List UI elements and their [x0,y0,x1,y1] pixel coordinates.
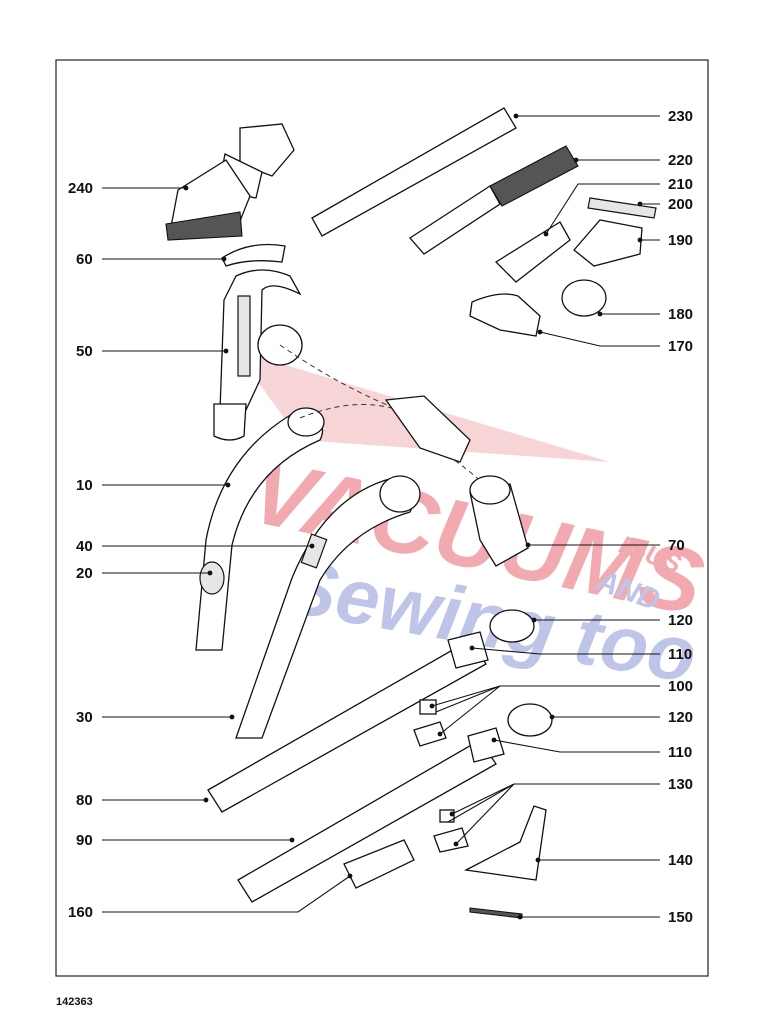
part-190-upholstery-nozzle [573,219,643,267]
part-hose-swivel [384,395,471,463]
callout-210: 210 [668,176,693,193]
part-110-clamp-lower [467,727,505,763]
part-20-slider [199,561,225,595]
part-130-latch [433,809,469,853]
part-90-tube [237,739,497,903]
callout-110-lower: 110 [668,744,692,761]
callout-90: 90 [76,832,93,849]
part-30-end [379,475,421,513]
part-50-handle [213,269,303,441]
callout-220: 220 [668,152,693,169]
callout-10: 10 [76,477,93,494]
diagram-frame [55,59,709,977]
callout-120-lower: 120 [668,709,693,726]
part-100-latch [413,699,447,747]
callout-150: 150 [668,909,693,926]
callout-110-upper: 110 [668,646,692,663]
leader-lines [102,113,660,920]
left-callouts: 240 60 50 10 40 20 30 80 90 160 [68,180,93,921]
part-10-curved-wand [195,409,324,651]
callout-100: 100 [668,678,693,695]
callout-180: 180 [668,306,693,323]
callout-30: 30 [76,709,93,726]
callout-230: 230 [668,108,693,125]
part-110-clamp-upper [447,631,489,669]
part-210-adapter [494,221,571,283]
document-number: 142363 [56,996,93,1008]
callout-240: 240 [68,180,93,197]
right-callouts: 230 220 210 200 190 180 170 70 120 110 1… [668,108,693,926]
part-10-end [287,407,325,437]
callout-190: 190 [668,232,693,249]
callout-80: 80 [76,792,93,809]
part-230-straight-wand [311,107,517,237]
part-160-brush [343,839,415,889]
part-70-hose-connector [469,475,529,567]
callout-120-upper: 120 [668,612,693,629]
callout-50: 50 [76,343,93,360]
callout-60: 60 [76,251,93,268]
part-120-sleeve-upper [489,609,535,643]
callout-200: 200 [668,196,693,213]
part-80-tube [207,639,487,813]
part-150-strip [469,907,523,919]
part-240-dusting-brush [165,123,295,241]
part-170-tool-holder [469,293,541,337]
callout-130: 130 [668,776,693,793]
callout-160: 160 [68,904,93,921]
part-40-switch [300,533,328,569]
part-140-crevice-nozzle [463,805,547,881]
part-60-bracket [221,243,286,267]
callout-20: 20 [76,565,93,582]
part-200-strip [587,197,657,219]
callout-140: 140 [668,852,693,869]
part-180-adapter [561,279,607,317]
callout-70: 70 [668,537,685,554]
part-220-flex-hose [409,145,579,255]
callout-40: 40 [76,538,93,555]
dashed-path-1 [279,344,431,421]
part-120-sleeve-lower [507,703,553,737]
callout-170: 170 [668,338,693,355]
